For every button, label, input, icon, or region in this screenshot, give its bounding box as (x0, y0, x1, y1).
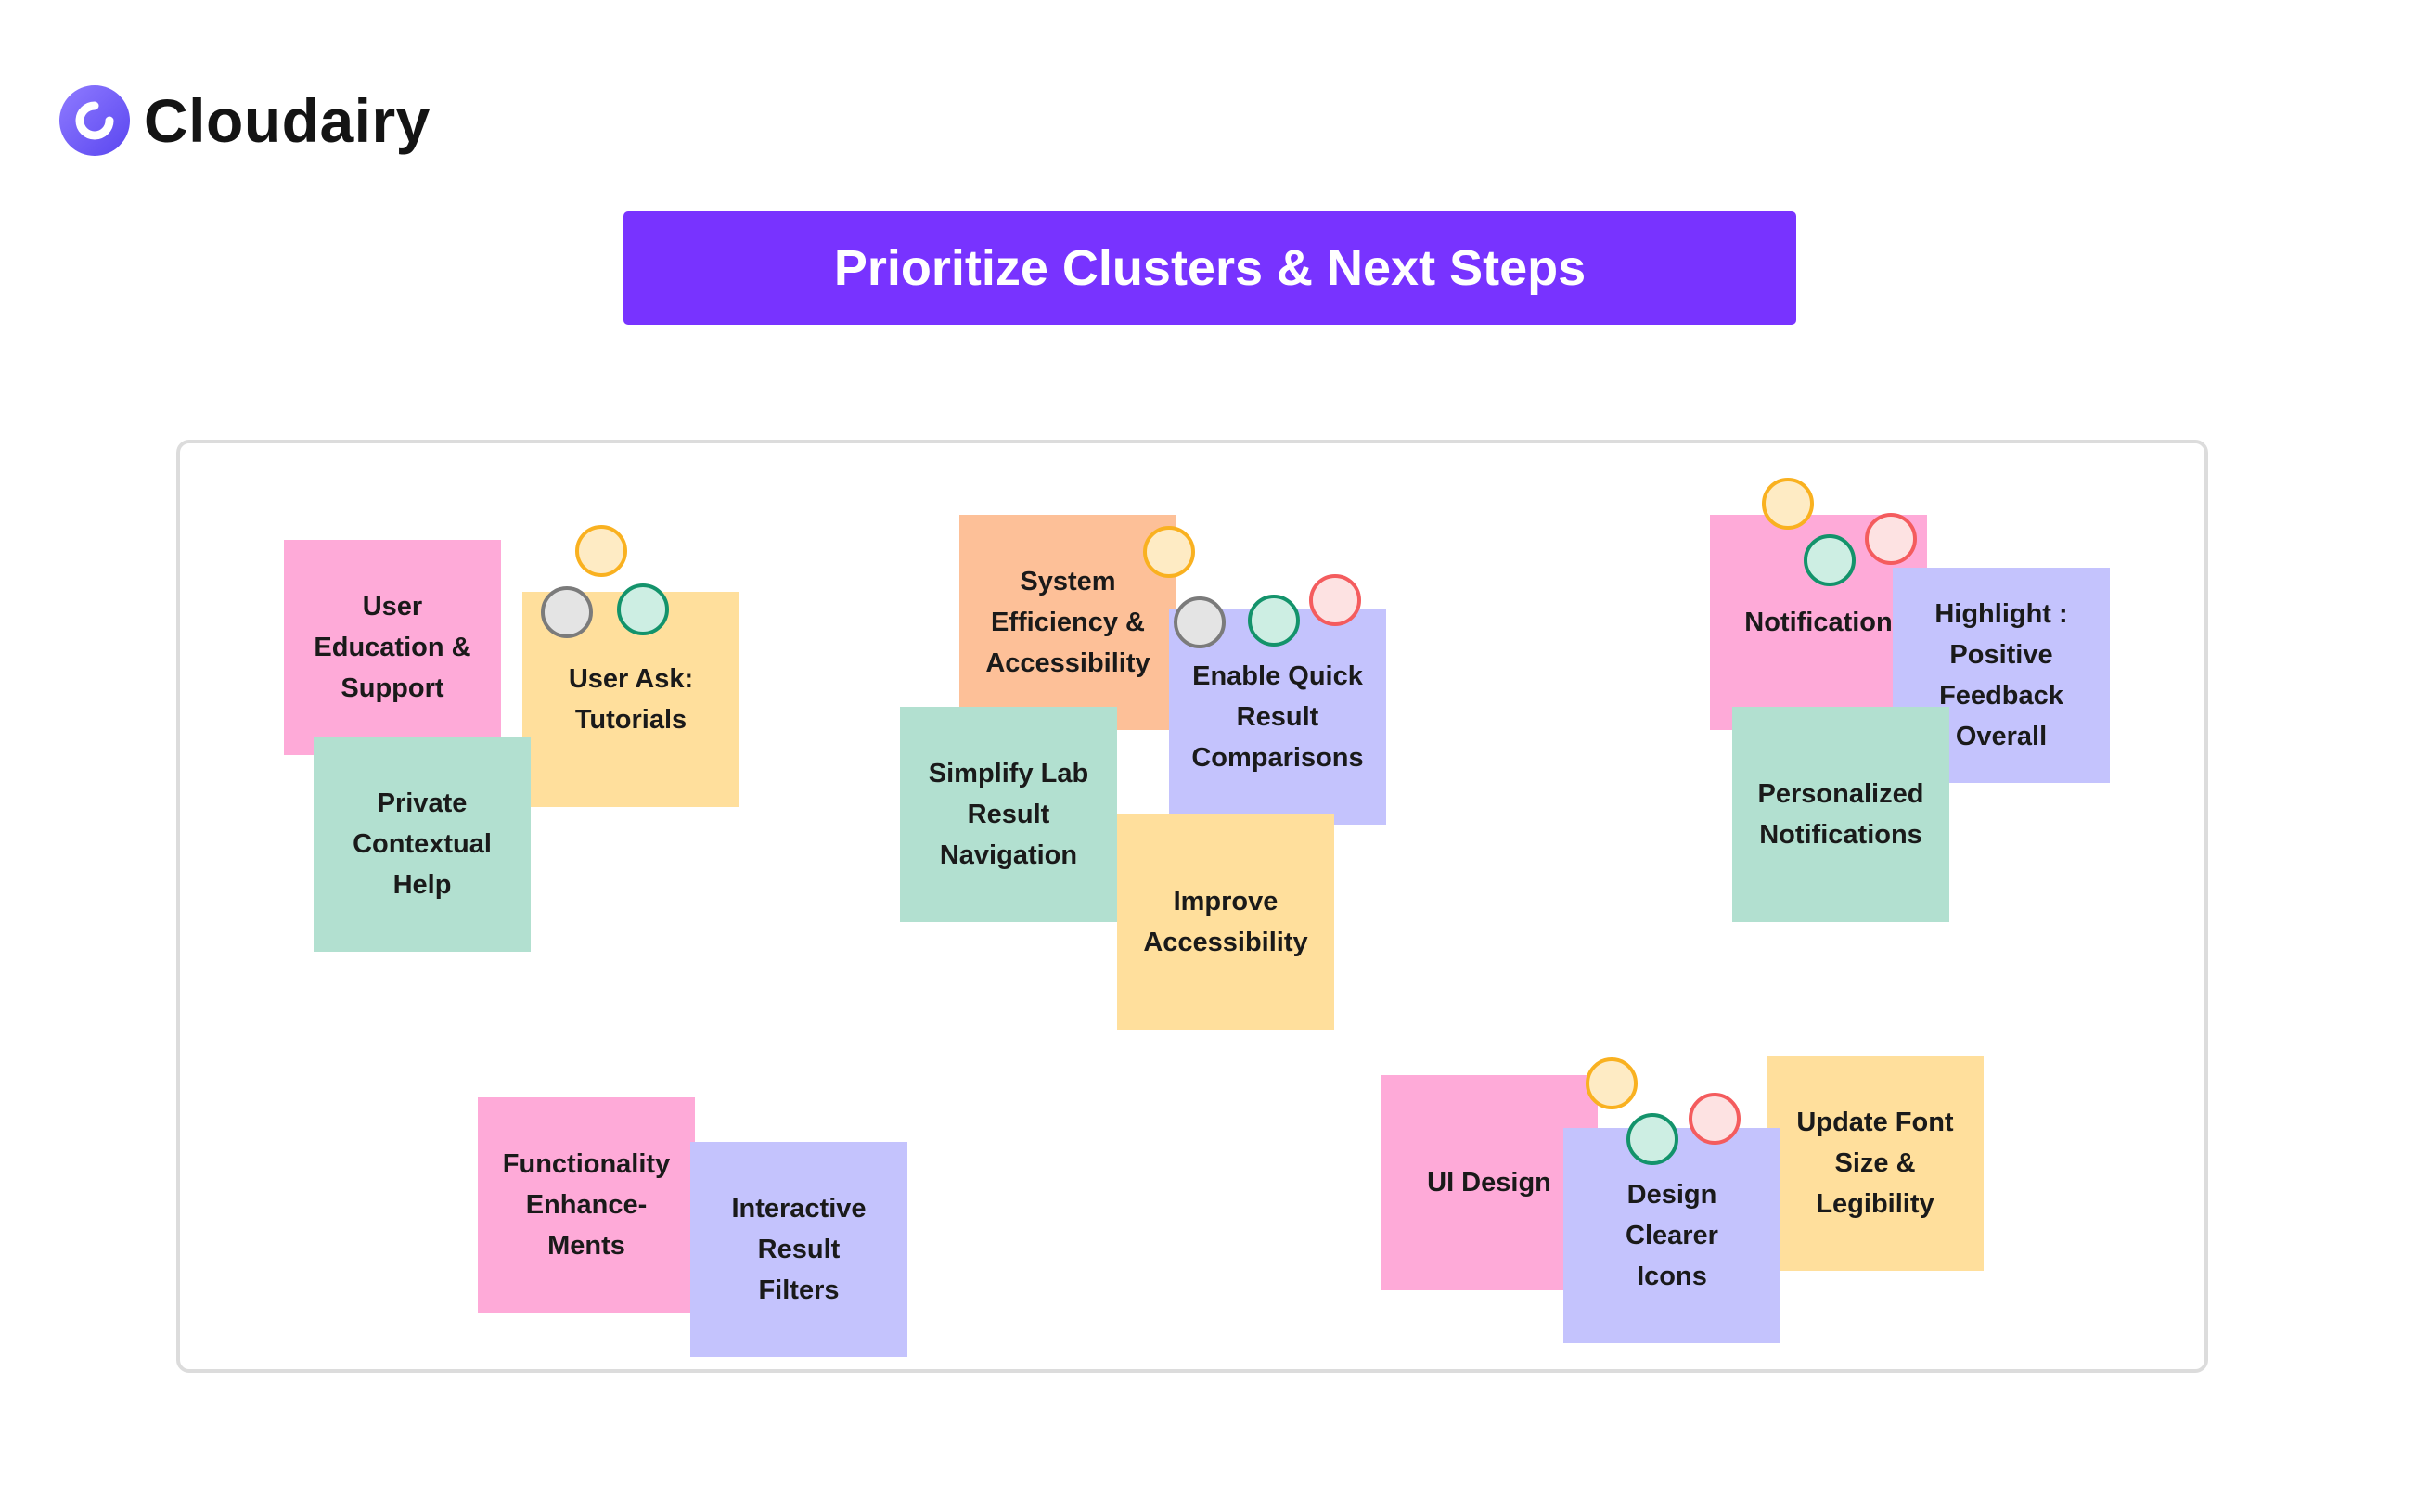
vote-dot[interactable] (1586, 1057, 1638, 1109)
sticky-note[interactable]: Personalized Notifications (1732, 707, 1949, 922)
vote-dot[interactable] (1689, 1093, 1741, 1145)
logo: Cloudairy (58, 83, 431, 158)
vote-dot[interactable] (1174, 596, 1226, 648)
vote-dot[interactable] (575, 525, 627, 577)
sticky-note[interactable]: Interactive Result Filters (690, 1142, 907, 1357)
sticky-note[interactable]: Functionality Enhance- Ments (478, 1097, 695, 1313)
vote-dot[interactable] (1865, 513, 1917, 565)
vote-dot[interactable] (1143, 526, 1195, 578)
sticky-note[interactable]: Private Contextual Help (314, 737, 531, 952)
page-title: Prioritize Clusters & Next Steps (623, 211, 1796, 325)
vote-dot[interactable] (1626, 1113, 1678, 1165)
brand-name: Cloudairy (144, 86, 431, 155)
sticky-note[interactable]: System Efficiency & Accessibility (959, 515, 1176, 730)
sticky-note[interactable]: UI Design (1381, 1075, 1598, 1290)
vote-dot[interactable] (1309, 574, 1361, 626)
vote-dot[interactable] (541, 586, 593, 638)
vote-dot[interactable] (1804, 534, 1856, 586)
sticky-note[interactable]: Design Clearer Icons (1563, 1128, 1780, 1343)
cloudairy-logo-icon (59, 85, 130, 156)
vote-dot[interactable] (617, 583, 669, 635)
sticky-note[interactable]: Update Font Size & Legibility (1767, 1056, 1984, 1271)
vote-dot[interactable] (1248, 595, 1300, 647)
sticky-note[interactable]: Simplify Lab Result Navigation (900, 707, 1117, 922)
vote-dot[interactable] (1762, 478, 1814, 530)
sticky-note[interactable]: Improve Accessibility (1117, 814, 1334, 1030)
sticky-note[interactable]: User Education & Support (284, 540, 501, 755)
